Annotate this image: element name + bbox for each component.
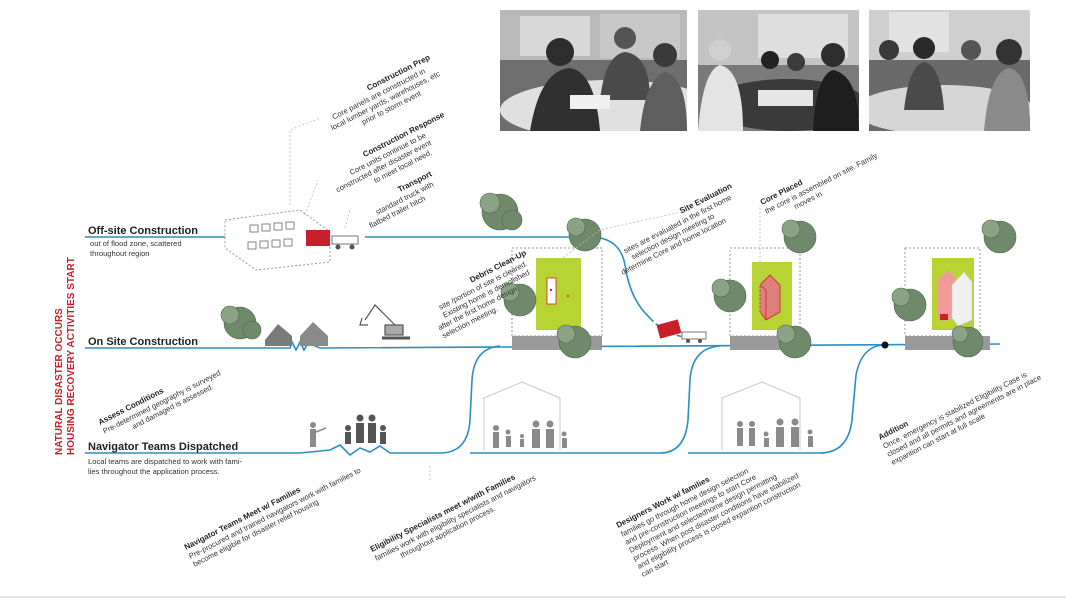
family-group-icon [345,414,386,444]
navigator-title: Navigator Teams Dispatched [88,441,238,453]
family-group-icon [493,420,567,448]
family-group-icon [737,418,813,447]
svg-text:closed and all permits and agr: closed and all permits and agreements ar… [885,373,1042,459]
navigator-figure-icon [310,422,327,447]
excavator-icon [359,304,410,340]
svg-text:Pre-procured and trained navig: Pre-procured and trained navigators work… [187,466,362,561]
photo-workshop-3 [869,10,1030,131]
svg-text:Eligibility Specialists meet w: Eligibility Specialists meet w/with Fami… [369,472,517,554]
vertical-title: NATURAL DISASTER OCCURS HOUSING RECOVERY… [54,257,77,455]
tree-icon [891,287,927,322]
note-eligibility: Eligibility Specialists meet w/with Fami… [369,472,538,563]
damaged-houses [265,322,328,346]
house-outline-2 [721,381,801,450]
trees [220,192,1017,359]
tree-icon [220,305,262,340]
note-site-evaluation: Site Evaluation sites are evaluated in t… [620,181,734,276]
svg-text:Once, emergency is stabilized: Once, emergency is stabilized Eligibilit… [881,370,1028,451]
vertical-title-line2: HOUSING RECOVERY ACTIVITIES START [66,257,77,455]
note-core-placed: Core Placed the core is assembled on sit… [759,151,879,216]
nav-to-designers [470,345,721,454]
note-designers: Designers Work w/ families families go t… [615,466,802,579]
house-outline-1 [483,381,561,450]
tree-icon [566,217,602,252]
tree-icon [981,219,1017,254]
note-assess: Assess Conditions Pre-determined geograp… [97,368,222,435]
factory [224,209,359,271]
photo-workshop-1 [500,10,687,131]
tree-icon [781,219,817,254]
note-transport: Transport standard truck with flatbed tr… [368,169,435,230]
svg-text:Pre-determined geography is su: Pre-determined geography is surveyed [101,368,222,435]
tree-icon [500,282,537,317]
navigator-sub1: Local teams are dispatched to work with … [88,457,243,466]
tree-icon [711,278,747,313]
transport-truck-icon [656,319,707,343]
svg-text:families work with eligibility: families work with eligibility specialis… [373,473,537,563]
offsite-title: Off-site Construction [88,225,198,237]
svg-text:the core is assembled on site.: the core is assembled on site. Family [763,151,879,216]
onsite-title: On Site Construction [88,336,198,348]
photo-workshop-2 [698,10,859,131]
tree-icon [556,324,592,359]
timeline-node [881,341,889,349]
tree-icon [776,324,812,359]
navigator-timeline [85,345,501,457]
nav-to-addition [688,344,886,454]
vertical-title-line1: NATURAL DISASTER OCCURS [54,308,65,455]
note-addition: Addition Once, emergency is stabilized E… [877,370,1043,467]
core-unit-red [306,230,330,246]
addition-plan [904,247,990,350]
offsite-sub2: throughout region [90,249,150,258]
tree-icon [951,325,984,358]
navigator-sub2: lies throughout the application process. [88,467,220,476]
offsite-sub1: out of flood zone, scattered [90,239,182,248]
tree-icon [479,192,523,231]
